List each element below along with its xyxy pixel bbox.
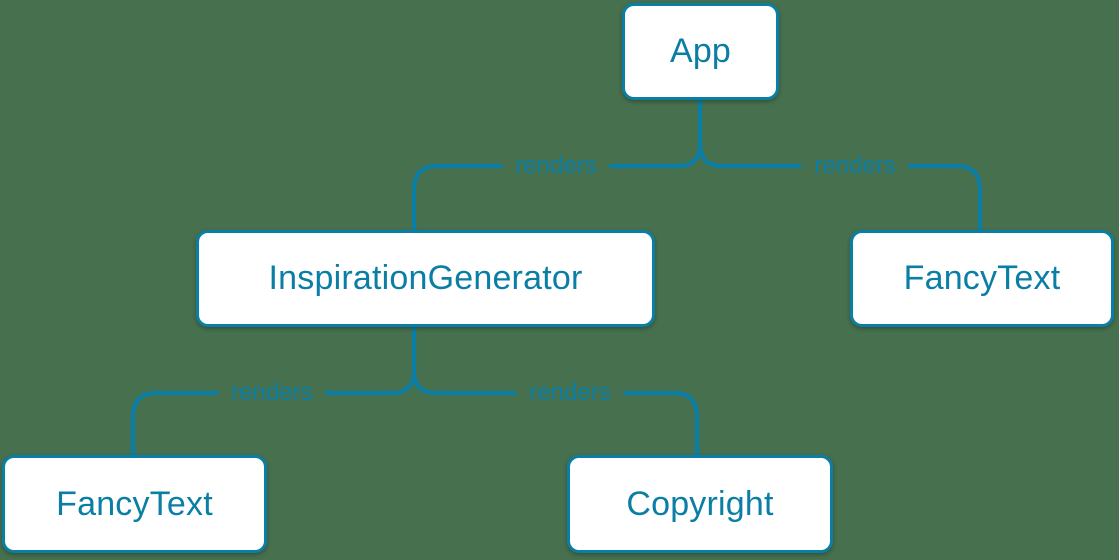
node-copyright: Copyright (567, 455, 833, 553)
edge-label-renders: renders (801, 151, 909, 181)
edge-label-renders: renders (502, 151, 610, 181)
node-fancy-text-top: FancyText (850, 230, 1114, 327)
node-app: App (622, 3, 779, 100)
edge-label-renders: renders (516, 378, 624, 408)
node-fancy-text-bottom: FancyText (2, 455, 267, 553)
edge-label-renders: renders (218, 378, 326, 408)
node-inspiration-generator: InspirationGenerator (196, 230, 655, 327)
